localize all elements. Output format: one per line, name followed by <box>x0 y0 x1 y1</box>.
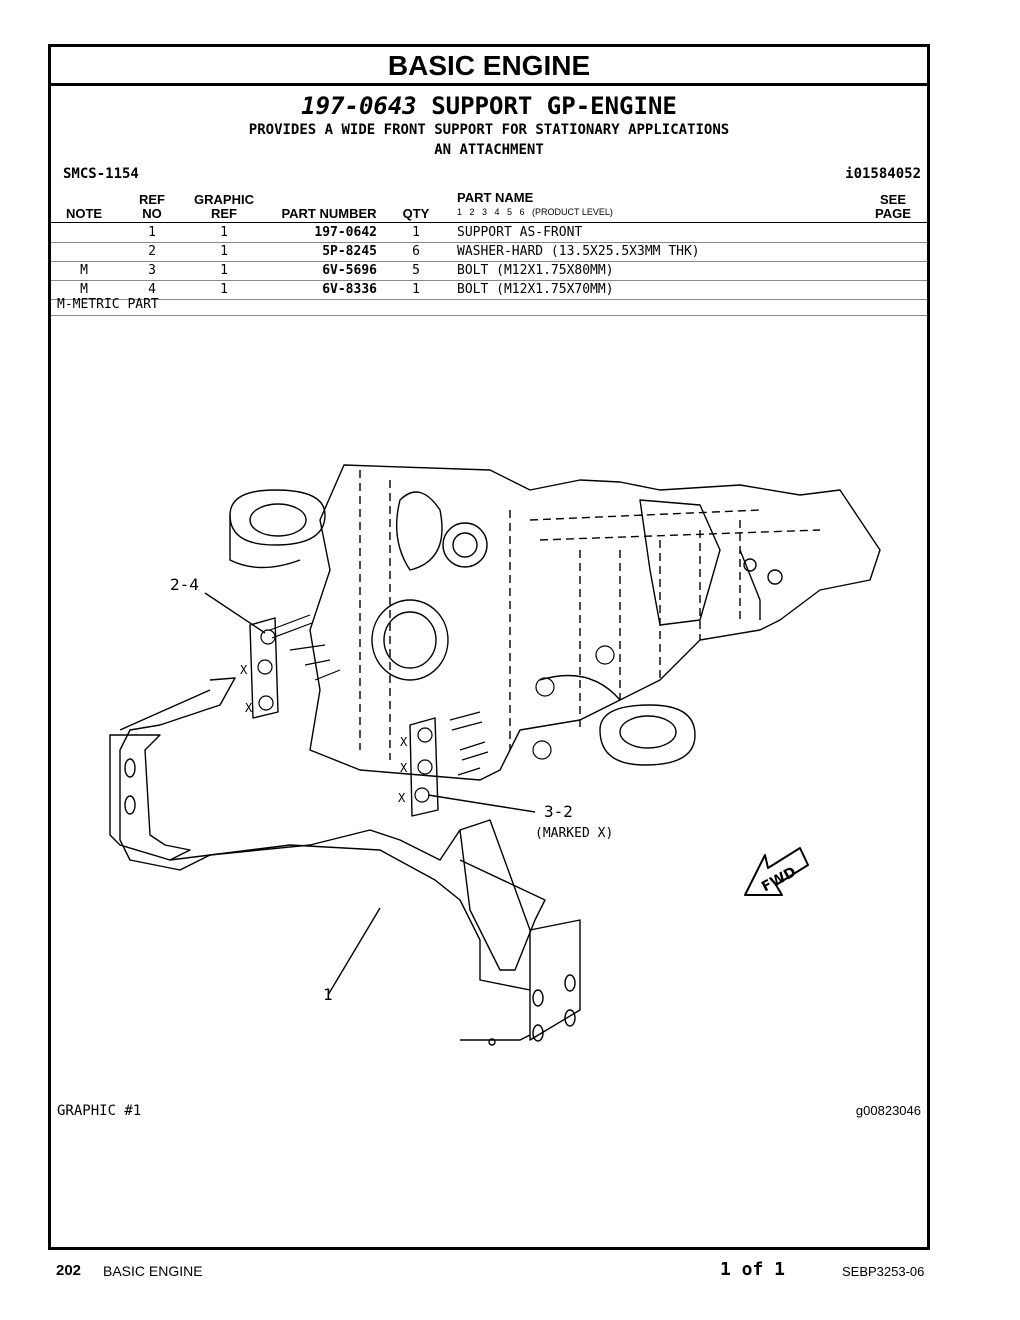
col-part-number: PART NUMBER <box>281 206 377 221</box>
row-graphic-ref: 1 <box>220 282 228 297</box>
col-see-top: SEE <box>879 192 906 207</box>
parts-table-header: NOTE REF NO GRAPHIC REF PART NUMBER QTY … <box>51 190 927 223</box>
metric-legend: M-METRIC PART <box>57 297 159 312</box>
legend-divider <box>51 315 927 316</box>
exploded-parts-drawing: 2-4 3-2 (MARKED X) 1 FWD X X X X X <box>109 464 881 1046</box>
bracket-plate-left <box>249 617 279 719</box>
mark-x-5: X <box>398 791 406 805</box>
col-graphic-top: GRAPHIC <box>194 192 254 207</box>
page-number: 202 <box>56 1262 82 1279</box>
row-part-name: BOLT (M12X1.75X80MM) <box>457 263 614 278</box>
row-qty: 1 <box>412 282 420 297</box>
row-graphic-ref: 1 <box>220 263 228 278</box>
mark-x-2: X <box>245 701 253 715</box>
callout-3-2: 3-2 <box>544 802 573 821</box>
col-note: NOTE <box>65 206 103 221</box>
page-frame: BASIC ENGINE 197-0643 SUPPORT GP-ENGINE … <box>48 44 930 1250</box>
row-part-number: 5P-8245 <box>322 244 377 259</box>
lifting-eye-left <box>229 489 326 569</box>
mark-x-4: X <box>400 761 408 775</box>
row-qty: 6 <box>412 244 420 259</box>
row-ref-no: 4 <box>148 282 156 297</box>
col-ref-bottom: NO <box>142 206 162 221</box>
engine-block <box>309 464 881 781</box>
illustration-id: i01584052 <box>845 166 921 182</box>
callout-marked-x: (MARKED X) <box>535 826 613 841</box>
lifting-eye-right <box>539 674 696 766</box>
row-ref-no: 2 <box>148 244 156 259</box>
col-product-level: 1 2 3 4 5 6 (PRODUCT LEVEL) <box>457 207 613 217</box>
col-part-name: PART NAME <box>457 190 534 205</box>
group-heading: 197-0643 SUPPORT GP-ENGINE <box>51 92 927 120</box>
footer-section: BASIC ENGINE <box>103 1263 203 1279</box>
table-row: M 3 1 6V-5696 5 BOLT (M12X1.75X80MM) <box>51 262 927 281</box>
row-qty: 1 <box>412 225 420 240</box>
callout-2-4: 2-4 <box>170 575 199 594</box>
row-part-number: 197-0642 <box>314 225 377 240</box>
document-number: SEBP3253-06 <box>842 1264 925 1279</box>
row-graphic-ref: 1 <box>220 244 228 259</box>
row-part-name: WASHER-HARD (13.5X25.5X3MM THK) <box>457 244 700 259</box>
fwd-arrow-icon <box>744 847 809 896</box>
row-graphic-ref: 1 <box>220 225 228 240</box>
group-description-2: AN ATTACHMENT <box>434 142 544 158</box>
row-part-name: BOLT (M12X1.75X70MM) <box>457 282 614 297</box>
table-row: 2 1 5P-8245 6 WASHER-HARD (13.5X25.5X3MM THK… <box>51 243 927 262</box>
row-part-number: 6V-5696 <box>322 263 377 278</box>
group-name: SUPPORT GP-ENGINE <box>431 92 677 120</box>
col-qty: QTY <box>402 206 430 221</box>
group-number: 197-0643 <box>301 92 417 120</box>
row-note: M <box>80 282 88 297</box>
graphic-label: GRAPHIC #1 <box>57 1103 142 1119</box>
graphic-id: g00823046 <box>855 1103 921 1118</box>
mark-x-1: X <box>240 663 248 677</box>
row-qty: 5 <box>412 263 420 278</box>
table-row: M 4 1 6V-8336 1 BOLT (M12X1.75X70MM) <box>51 281 927 300</box>
smcs-code: SMCS-1154 <box>63 166 139 182</box>
leader-1 <box>327 907 381 996</box>
row-part-name: SUPPORT AS-FRONT <box>457 225 583 240</box>
leader-2-4 <box>204 592 266 634</box>
col-ref-top: REF <box>139 192 165 207</box>
col-see-bottom: PAGE <box>875 206 911 221</box>
row-ref-no: 3 <box>148 263 156 278</box>
front-support <box>109 677 581 1046</box>
row-note: M <box>80 263 88 278</box>
table-row: 1 1 197-0642 1 SUPPORT AS-FRONT <box>51 224 927 243</box>
row-ref-no: 1 <box>148 225 156 240</box>
page-title: BASIC ENGINE <box>51 47 927 86</box>
callout-1: 1 <box>323 985 333 1004</box>
mark-x-3: X <box>400 735 408 749</box>
group-description: PROVIDES A WIDE FRONT SUPPORT FOR STATIO… <box>248 122 730 138</box>
bracket-plate-right <box>409 717 439 817</box>
row-part-number: 6V-8336 <box>322 282 377 297</box>
col-graphic-bottom: REF <box>211 206 237 221</box>
page-of: 1 of 1 <box>720 1259 786 1280</box>
leader-3-2 <box>427 794 536 813</box>
